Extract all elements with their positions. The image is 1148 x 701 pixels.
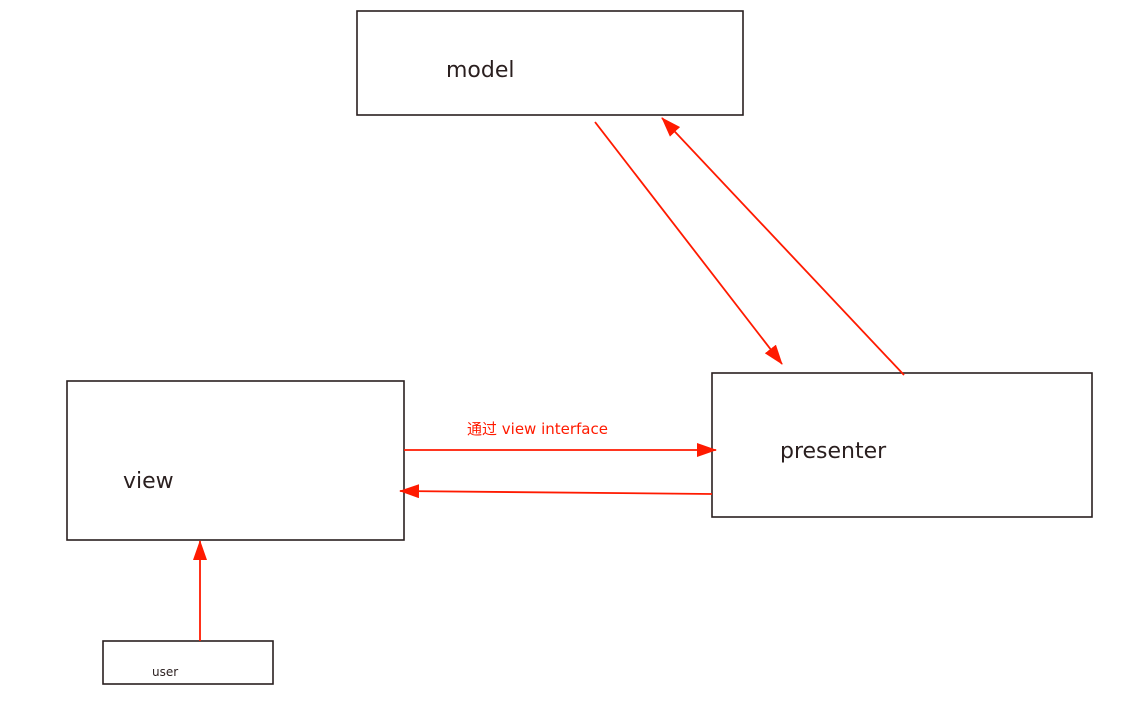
presenter-node: presenter	[711, 372, 1093, 518]
view-box	[66, 380, 405, 541]
model-label: model	[446, 58, 515, 83]
arrow-model-to-presenter	[594, 121, 783, 365]
arrow-presenter-to-view	[399, 484, 713, 499]
view-label: view	[123, 469, 174, 494]
presenter-box	[711, 372, 1093, 518]
model-box	[356, 10, 744, 116]
user-label: user	[152, 665, 178, 679]
arrow-presenter-to-model	[661, 117, 905, 376]
model-node: model	[356, 10, 744, 116]
user-node: user	[102, 640, 274, 685]
presenter-label: presenter	[780, 439, 887, 464]
view-node: view	[66, 380, 405, 541]
user-box	[102, 640, 274, 685]
edge-label-view-interface: 通过 view interface	[467, 420, 608, 438]
